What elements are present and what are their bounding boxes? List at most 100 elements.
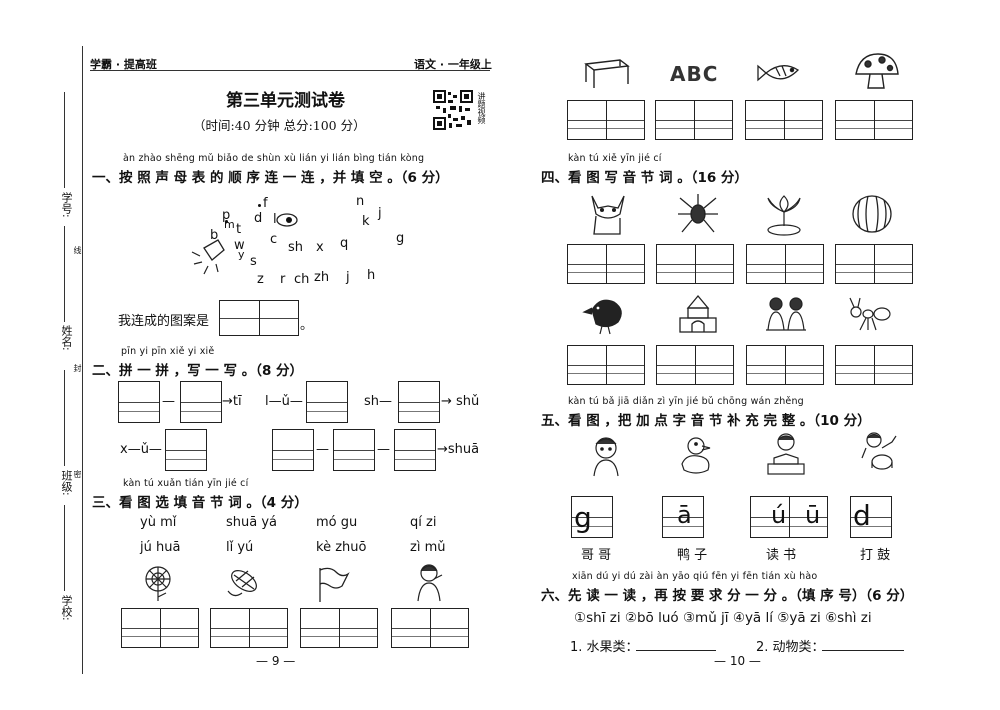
answer-write-box[interactable] bbox=[567, 244, 645, 284]
dot-w[interactable]: w bbox=[234, 238, 245, 253]
ant-image bbox=[849, 297, 891, 331]
pinyin-write-box[interactable] bbox=[398, 381, 440, 423]
qr-code-icon[interactable] bbox=[433, 90, 473, 130]
mushroom-image bbox=[855, 53, 899, 89]
dot-marker bbox=[225, 220, 228, 223]
dot-r[interactable]: r bbox=[280, 272, 286, 287]
answer-write-box[interactable] bbox=[391, 608, 469, 648]
option: yù mǐ bbox=[140, 515, 177, 530]
answer-write-box[interactable] bbox=[210, 608, 288, 648]
animal-answer-line[interactable] bbox=[822, 650, 904, 651]
margin-line bbox=[82, 46, 83, 674]
name-line[interactable] bbox=[64, 226, 65, 322]
answer-write-box[interactable] bbox=[655, 100, 733, 140]
watermelon-image bbox=[852, 195, 892, 233]
pinyin-write-box[interactable] bbox=[272, 429, 314, 471]
dot-sh[interactable]: sh bbox=[288, 240, 304, 255]
bird-outline-icon bbox=[191, 213, 298, 275]
s6-options: ①shī zi ②bō luó ③mǔ jī ④yā lí ⑤yā zi ⑥sh… bbox=[574, 610, 872, 626]
dash: — bbox=[316, 442, 329, 457]
word-label: 打 鼓 bbox=[860, 548, 891, 563]
desk-image bbox=[584, 59, 630, 88]
fish-image bbox=[757, 64, 800, 82]
pinyin-write-box[interactable] bbox=[180, 381, 222, 423]
reading-boy-image bbox=[767, 433, 805, 475]
id-line[interactable] bbox=[64, 92, 65, 188]
dot-d[interactable]: d bbox=[254, 211, 263, 226]
answer-write-box[interactable] bbox=[656, 244, 734, 284]
dot-j[interactable]: j bbox=[378, 206, 382, 221]
syllable-box-wide[interactable]: ú ū bbox=[750, 496, 828, 538]
result-label: 我连成的图案是 bbox=[118, 314, 210, 329]
page-title: 第三单元测试卷 bbox=[226, 91, 345, 111]
syllable-box[interactable]: d bbox=[850, 496, 892, 538]
abc-letters-image: ABC bbox=[670, 62, 719, 86]
exam-meta: （时间:40 分钟 总分:100 分） bbox=[193, 118, 366, 133]
dot-b[interactable]: b bbox=[210, 228, 219, 243]
word-label: 鸭 子 bbox=[677, 548, 708, 563]
page-number-right: — 10 — bbox=[714, 654, 761, 668]
crow-image bbox=[582, 299, 622, 335]
answer-write-box[interactable] bbox=[567, 100, 645, 140]
dot-t[interactable]: t bbox=[236, 222, 242, 237]
pinyin-write-box[interactable] bbox=[394, 429, 436, 471]
class-line[interactable] bbox=[64, 370, 65, 466]
option: zì mǔ bbox=[410, 540, 446, 555]
s1-heading: 一、按 照 声 母 表 的 顺 序 连 一 连 ，并 填 空 。（6 分） bbox=[92, 170, 449, 186]
school-line[interactable] bbox=[64, 505, 65, 591]
answer-write-box[interactable] bbox=[121, 608, 199, 648]
s4-pinyin: kàn tú xiě yīn jié cí bbox=[568, 153, 662, 164]
fox-image bbox=[591, 195, 625, 235]
answer-write-box[interactable] bbox=[567, 345, 645, 385]
dot-x[interactable]: x bbox=[316, 240, 324, 255]
dot-p[interactable]: p bbox=[222, 208, 231, 223]
s2-heading: 二、拼 一 拼 ，写 一 写 。（8 分） bbox=[92, 363, 304, 379]
pinyin-write-box[interactable] bbox=[165, 429, 207, 471]
syllable-box[interactable]: g bbox=[571, 496, 613, 538]
pinyin-write-box[interactable] bbox=[306, 381, 348, 423]
page-number-left: — 9 — bbox=[256, 654, 296, 668]
option: jú huā bbox=[140, 540, 181, 555]
qr-label: 讲题视频 bbox=[477, 92, 486, 124]
pinyin-write-box[interactable] bbox=[118, 381, 160, 423]
dot-l[interactable]: l bbox=[273, 212, 277, 227]
dot-s[interactable]: s bbox=[250, 254, 257, 269]
fruit-answer-line[interactable] bbox=[636, 650, 716, 651]
side-label-id: 学号: bbox=[60, 192, 73, 218]
dot-y[interactable]: y bbox=[238, 248, 245, 261]
drummer-image bbox=[861, 432, 897, 470]
dot-n[interactable]: n bbox=[356, 194, 365, 209]
dot-m[interactable]: m bbox=[224, 218, 235, 231]
s3-heading: 三、看 图 选 填 音 节 词 。（4 分） bbox=[92, 495, 308, 511]
dot-zh[interactable]: zh bbox=[314, 270, 330, 285]
pinyin-write-box[interactable] bbox=[333, 429, 375, 471]
answer-write-box[interactable] bbox=[300, 608, 378, 648]
answer-write-box[interactable] bbox=[835, 345, 913, 385]
dot-marker bbox=[258, 204, 261, 207]
s6-heading: 六、先 读 一 读 ，再 按 要 求 分 一 分 。（填 序 号）（6 分） bbox=[541, 588, 914, 604]
answer-write-box[interactable] bbox=[746, 345, 824, 385]
dot-g[interactable]: g bbox=[396, 231, 405, 246]
s5-heading: 五、看 图 ，把 加 点 字 音 节 补 充 完 整 。（10 分） bbox=[541, 413, 871, 429]
dot-j2[interactable]: j bbox=[346, 270, 350, 285]
answer-write-box[interactable] bbox=[745, 100, 823, 140]
answer-write-box[interactable] bbox=[656, 345, 734, 385]
answer-write-box[interactable] bbox=[835, 244, 913, 284]
dot-c[interactable]: c bbox=[270, 232, 278, 247]
answer-write-box[interactable] bbox=[746, 244, 824, 284]
fruit-question: 1. 水果类： bbox=[570, 640, 639, 655]
row1-result-c: → shǔ bbox=[441, 394, 480, 409]
dot-ch[interactable]: ch bbox=[294, 272, 310, 287]
row1-prefix-b: l—ǔ— bbox=[265, 394, 303, 409]
dot-q[interactable]: q bbox=[340, 236, 349, 251]
s3-pinyin: kàn tú xuǎn tián yīn jié cí bbox=[123, 478, 249, 489]
answer-write-box[interactable] bbox=[835, 100, 913, 140]
dot-k[interactable]: k bbox=[362, 214, 370, 229]
dot-f[interactable]: f bbox=[263, 196, 268, 211]
dot-z[interactable]: z bbox=[257, 272, 264, 287]
result-write-box[interactable] bbox=[219, 300, 299, 336]
dot-h[interactable]: h bbox=[367, 268, 376, 283]
animal-question: 2. 动物类： bbox=[756, 640, 825, 655]
syllable-box[interactable]: ā bbox=[662, 496, 704, 538]
dash: — bbox=[162, 394, 175, 409]
